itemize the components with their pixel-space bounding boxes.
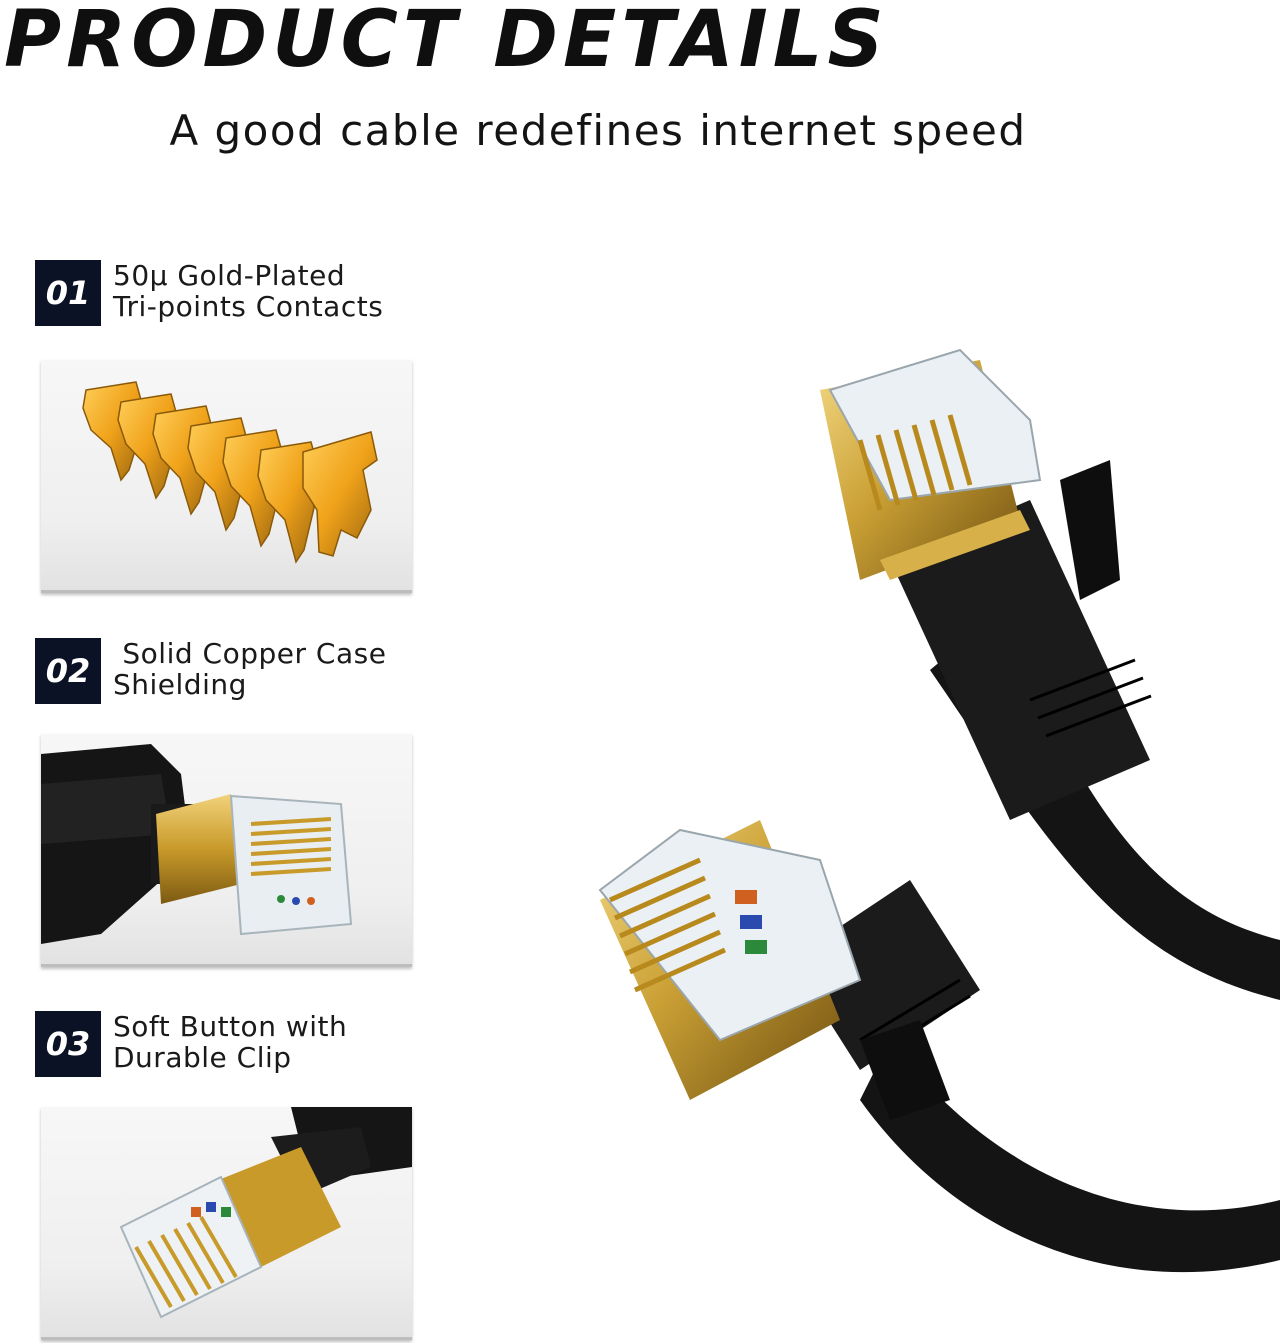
feature-label-line2: Shielding — [113, 668, 247, 701]
clip-photo — [41, 1107, 412, 1340]
feature-label: Soft Button with Durable Clip — [113, 1011, 443, 1073]
feature-label: Solid Copper Case Shielding — [113, 638, 443, 700]
feature-03: 03 Soft Button with Durable Clip — [35, 1011, 435, 1077]
feature-number-badge: 03 — [35, 1011, 101, 1077]
feature-label-line2: Tri-points Contacts — [113, 290, 384, 323]
feature-02: 02 Solid Copper Case Shielding — [35, 638, 435, 704]
feature-label: 50μ Gold-Plated Tri-points Contacts — [113, 260, 443, 322]
feature-01: 01 50μ Gold-Plated Tri-points Contacts — [35, 260, 435, 326]
flat-cable-hero-illustration — [598, 348, 1280, 1273]
connector-clip-illustration — [119, 1107, 412, 1319]
feature-label-line2: Durable Clip — [113, 1041, 292, 1074]
shielded-connector-illustration — [41, 744, 353, 944]
gold-contacts-photo — [41, 360, 412, 593]
feature-label-line1: 50μ Gold-Plated — [113, 259, 346, 292]
feature-number-badge: 01 — [35, 260, 101, 326]
page-title: PRODUCT DETAILS — [4, 0, 889, 85]
gold-contacts-illustration — [82, 381, 378, 564]
feature-label-line1: Solid Copper Case — [113, 637, 387, 670]
feature-label-line1: Soft Button with — [113, 1010, 348, 1043]
shielding-photo — [41, 734, 412, 967]
page-subtitle: A good cable redefines internet speed — [169, 106, 1027, 155]
feature-number-badge: 02 — [35, 638, 101, 704]
